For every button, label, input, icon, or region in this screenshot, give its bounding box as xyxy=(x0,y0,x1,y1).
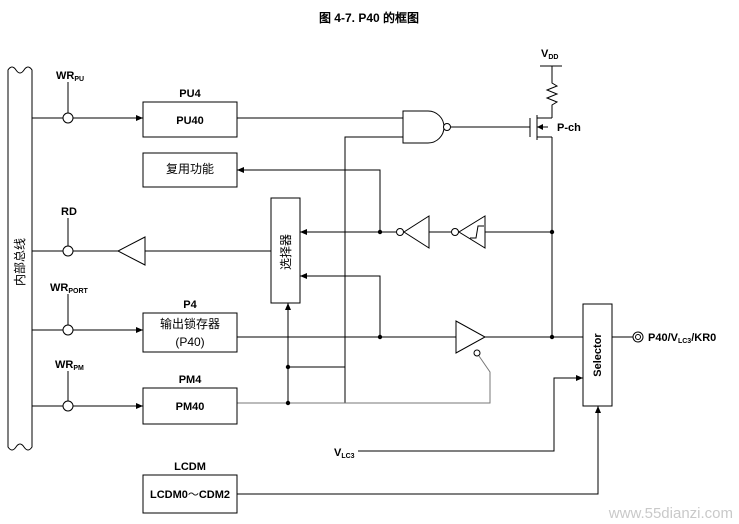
output-buffer xyxy=(455,320,487,354)
pin-label: P40/VLC3/KR0 xyxy=(648,332,716,345)
alt-function-box xyxy=(142,152,238,188)
mux-block xyxy=(270,197,301,304)
output-latch xyxy=(142,312,238,353)
pm40-label: PM40 xyxy=(176,401,205,413)
lcdm-register xyxy=(142,474,238,514)
vdd-label: VDD xyxy=(541,48,558,61)
output-latch-sub: (P40) xyxy=(175,335,204,349)
nand-bubble xyxy=(443,123,451,131)
latch-to-mux xyxy=(300,275,381,337)
pu40-label: PU40 xyxy=(176,115,204,127)
mux-label: 选择器 xyxy=(279,234,293,270)
rd-label: RD xyxy=(61,206,77,218)
pm4-label: PM4 xyxy=(179,374,203,386)
schmitt-bubble xyxy=(451,228,459,236)
wr-pm-label: WRPM xyxy=(55,359,84,372)
schmitt-symbol xyxy=(470,225,484,239)
nand-gate xyxy=(402,110,445,144)
pullup-resistor xyxy=(545,66,559,118)
schmitt-buffer xyxy=(458,215,486,249)
figure-title: 图 4-7. P40 的框图 xyxy=(319,10,419,25)
lcdm-to-selector xyxy=(237,406,599,495)
vlc3-label: VLC3 xyxy=(334,447,355,460)
alt-function-label: 复用功能 xyxy=(166,162,214,176)
pin-inner-circle xyxy=(635,334,641,340)
internal-bus-label: 内部总线 xyxy=(12,238,27,286)
output-buffer-enable xyxy=(473,349,481,357)
wr-pm-node xyxy=(62,400,74,412)
selector-block xyxy=(582,303,613,407)
pm-enable-line xyxy=(237,355,491,404)
rd-buffer xyxy=(116,236,146,266)
input-inverter xyxy=(403,215,430,249)
wr-pu-label: WRPU xyxy=(56,70,84,83)
wr-pu-node xyxy=(62,112,74,124)
vlc3-to-selector xyxy=(358,377,583,452)
lcdm-label: LCDM xyxy=(174,461,206,473)
output-latch-label: 输出锁存器 xyxy=(160,316,220,331)
p4-label: P4 xyxy=(183,299,197,311)
input-to-alt xyxy=(237,169,381,232)
internal-bus xyxy=(7,66,33,451)
wr-pu-arrow xyxy=(136,115,143,121)
pm-to-nand xyxy=(288,136,403,404)
junctions xyxy=(285,229,555,406)
pm40-register xyxy=(142,387,238,425)
inverter-bubble xyxy=(396,228,404,236)
pu4-label: PU4 xyxy=(179,88,201,100)
wr-port-label: WRPORT xyxy=(50,282,88,295)
selector-label: Selector xyxy=(592,333,604,377)
lcdm-bits-label: LCDM0～CDM2 xyxy=(150,489,230,501)
pch-label: P-ch xyxy=(557,122,581,134)
rd-node xyxy=(62,245,74,257)
watermark: www.55dianzi.com xyxy=(608,505,733,522)
pu40-register xyxy=(142,101,238,138)
wr-port-node xyxy=(62,324,74,336)
